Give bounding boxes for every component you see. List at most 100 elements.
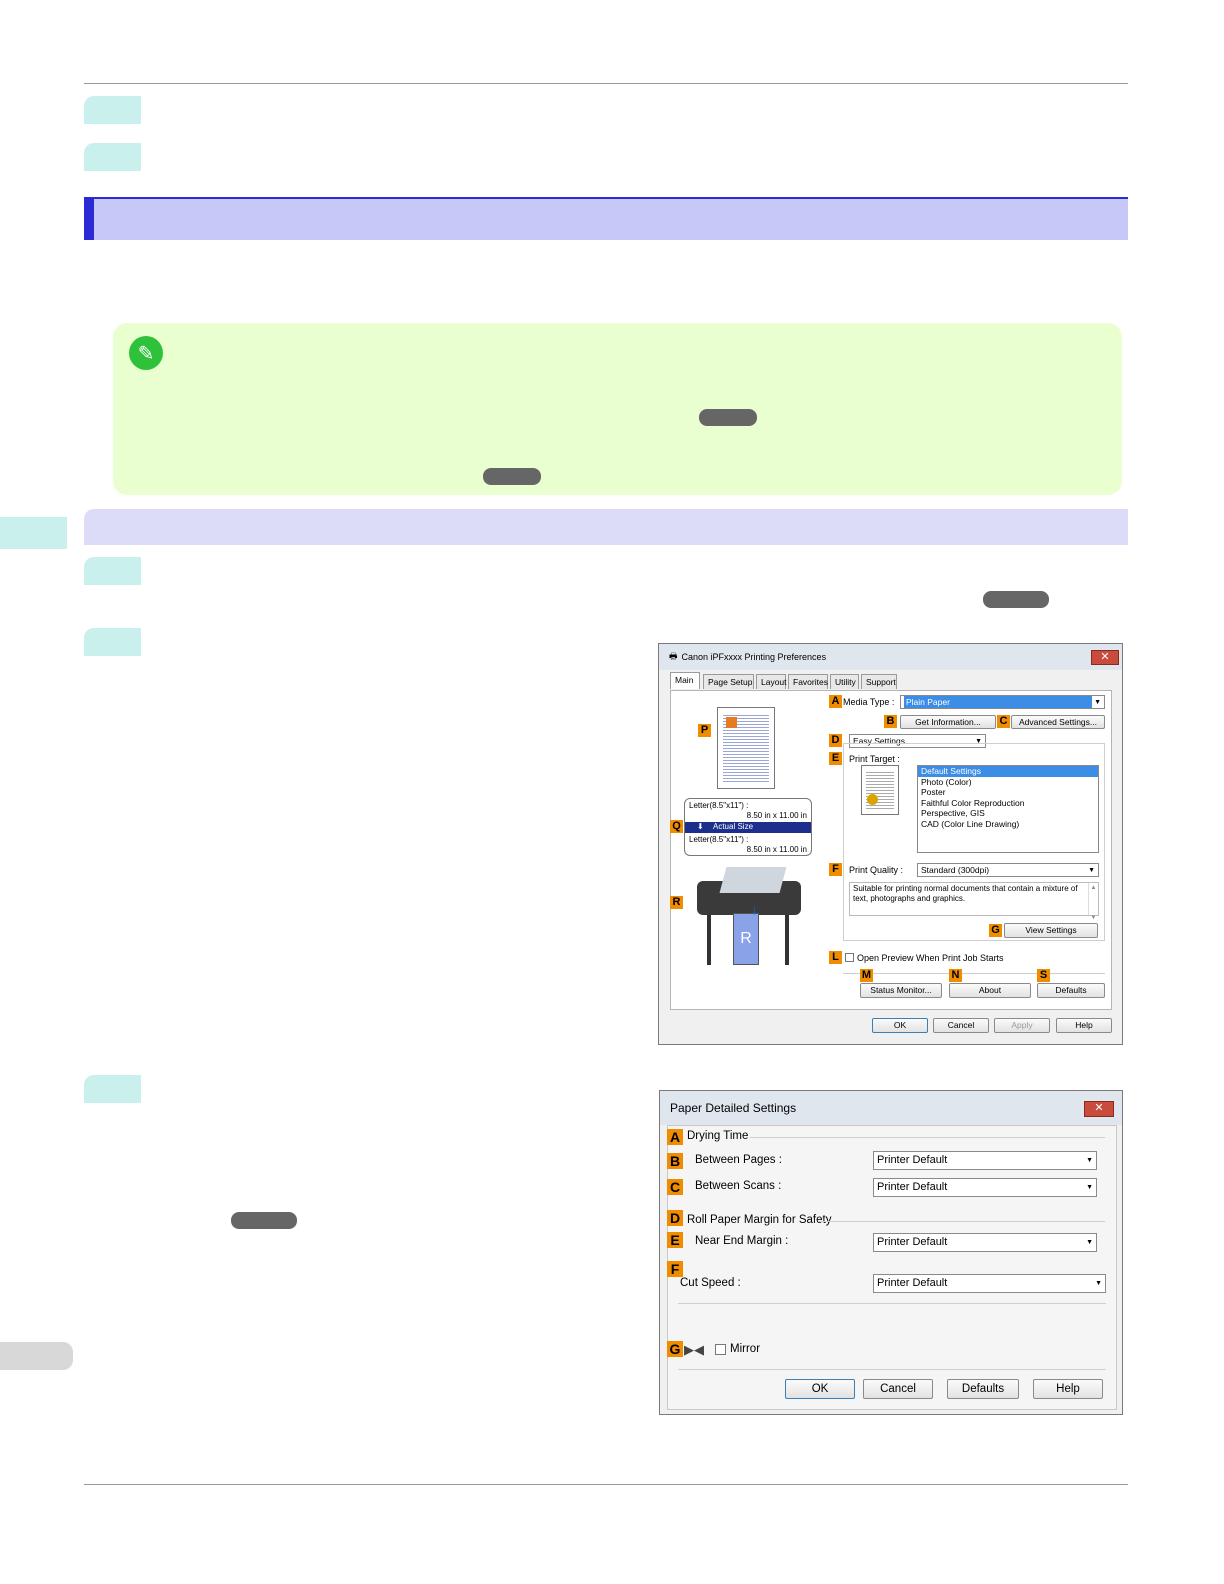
between-scans-label: Between Scans : [695,1180,782,1192]
reference-link[interactable] [983,591,1049,608]
help-button[interactable]: Help [1056,1018,1112,1033]
dialog-title: Paper Detailed Settings [670,1101,797,1115]
about-button[interactable]: About [949,983,1031,998]
between-scans-select[interactable]: Printer Default ▼ [873,1178,1097,1197]
description-text: Suitable for printing normal documents t… [853,884,1078,903]
printer-leg [785,915,789,965]
help-button[interactable]: Help [1033,1379,1103,1399]
drying-time-label: Drying Time [687,1130,749,1142]
chevron-down-icon: ▼ [1095,1280,1102,1287]
subsection-header [84,509,1128,545]
top-rule [84,83,1128,84]
defaults-button[interactable]: Defaults [1037,983,1105,998]
apply-button[interactable]: Apply [994,1018,1050,1033]
tab-body: P Letter(8.5"x11") : 8.50 in x 11.00 in … [670,690,1112,1010]
chevron-down-icon: ▼ [1088,867,1095,874]
tab-layout[interactable]: Layout [756,674,787,689]
chevron-down-icon: ▼ [1086,1157,1093,1164]
tab-page-setup[interactable]: Page Setup [703,674,754,689]
easy-settings-group [843,743,1105,941]
tab-support[interactable]: Support [861,674,897,689]
chevron-down-icon: ▼ [975,738,982,745]
open-preview-checkbox[interactable] [845,953,854,962]
defaults-button[interactable]: Defaults [947,1379,1019,1399]
media-type-select[interactable]: Plain Paper ▼ [900,695,1105,709]
tag-q: Q [670,820,683,833]
printer-roll [719,867,787,893]
ok-button[interactable]: OK [872,1018,928,1033]
tag-g: G [667,1341,683,1357]
list-item[interactable]: Poster [921,787,946,797]
preview-panel: P Letter(8.5"x11") : 8.50 in x 11.00 in … [670,697,815,989]
print-target-list[interactable]: Default Settings Photo (Color) Poster Fa… [917,765,1099,853]
page-image-thumb [726,717,737,728]
quality-description: Suitable for printing normal documents t… [849,882,1099,921]
print-quality-select[interactable]: Standard (300dpi) ▼ [917,863,1099,877]
near-end-margin-label: Near End Margin : [695,1235,789,1247]
mirror-label: Mirror [730,1343,761,1355]
list-item[interactable]: Default Settings [918,766,1098,777]
side-page-tab[interactable] [0,1342,73,1370]
view-settings-button[interactable]: View Settings [1004,923,1098,938]
reference-link[interactable] [483,468,541,485]
feed-arrow-icon: ↓ [751,901,758,917]
actual-size-bar: ⬇ Actual Size [685,822,811,833]
size-info-box: Letter(8.5"x11") : 8.50 in x 11.00 in ⬇ … [684,798,812,856]
tab-main[interactable]: Main [670,672,700,689]
note-box: ✎ [113,323,1122,495]
cut-speed-select[interactable]: Printer Default ▼ [873,1274,1106,1293]
tag-e: E [667,1232,683,1248]
output-dimensions: 8.50 in x 11.00 in [746,845,807,854]
step-badge [84,628,141,656]
section-header [84,197,1128,240]
advanced-settings-button[interactable]: Advanced Settings... [1011,715,1105,729]
media-type-value: Plain Paper [904,696,1092,708]
tab-favorites[interactable]: Favorites [788,674,828,689]
tag-r: R [670,896,683,909]
list-item[interactable]: Faithful Color Reproduction [921,797,1025,808]
ok-button[interactable]: OK [785,1379,855,1399]
cut-speed-value: Printer Default [877,1277,948,1289]
cancel-button[interactable]: Cancel [863,1379,933,1399]
reference-link[interactable] [231,1212,297,1229]
near-end-margin-value: Printer Default [877,1236,948,1248]
step-badge [84,96,141,124]
get-information-button[interactable]: Get Information... [900,715,996,729]
divider [843,973,1105,974]
tag-g: G [989,924,1002,937]
tab-utility[interactable]: Utility [830,674,859,689]
print-quality-label: Print Quality : [849,865,904,875]
between-pages-select[interactable]: Printer Default ▼ [873,1151,1097,1170]
list-item[interactable]: Photo (Color) [921,776,972,787]
printing-preferences-dialog: 🖶 Canon iPFxxxx Printing Preferences ✕ M… [658,643,1123,1045]
cancel-button[interactable]: Cancel [933,1018,989,1033]
close-icon[interactable]: ✕ [1084,1101,1114,1117]
tag-c: C [667,1179,683,1195]
pencil-icon: ✎ [129,336,163,370]
close-icon[interactable]: ✕ [1091,650,1119,665]
mirror-icon: ▶◀ [684,1342,704,1357]
list-item[interactable]: CAD (Color Line Drawing) [921,818,1020,829]
easy-settings-select[interactable]: Easy Settings ▼ [849,734,986,748]
side-chapter-tab[interactable] [0,517,67,549]
mirror-checkbox[interactable] [715,1344,726,1355]
scrollbar[interactable]: ▲▼ [1088,883,1098,921]
chevron-down-icon: ▼ [1086,1239,1093,1246]
step-badge [84,1075,141,1103]
sunflower-image [867,794,878,805]
status-monitor-button[interactable]: Status Monitor... [860,983,942,998]
tag-p: P [698,724,711,737]
tag-l: L [829,951,842,964]
near-end-margin-select[interactable]: Printer Default ▼ [873,1233,1097,1252]
list-item[interactable]: Perspective, GIS [921,808,985,818]
reference-link[interactable] [699,409,757,426]
divider [678,1303,1106,1304]
chevron-down-icon: ▼ [1086,1184,1093,1191]
printed-sheet: R [733,913,759,965]
actual-size-label: Actual Size [713,822,754,831]
group-divider [750,1137,1105,1138]
printer-icon: 🖶 [669,651,678,661]
step-badge [84,143,141,171]
original-size: Letter(8.5"x11") : [689,801,749,810]
between-scans-value: Printer Default [877,1181,948,1193]
